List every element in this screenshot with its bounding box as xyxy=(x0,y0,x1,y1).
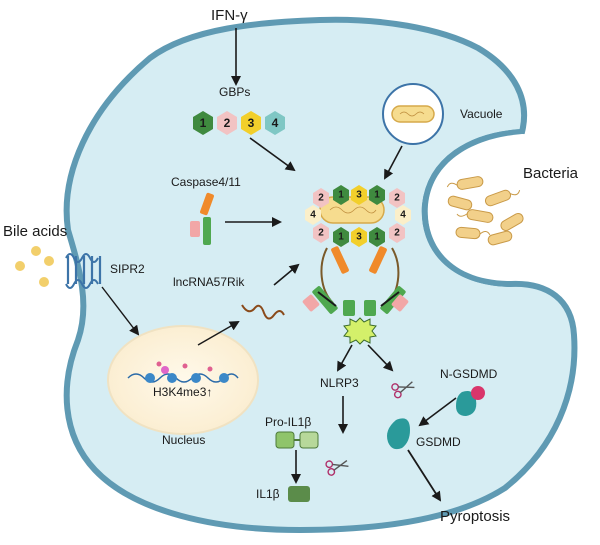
h3k4me3-label: H3K4me3↑ xyxy=(153,385,212,399)
chromatin-dna xyxy=(127,361,239,383)
complex-bottom-1: 1 xyxy=(338,232,344,243)
activation-star xyxy=(343,317,377,345)
vacuole xyxy=(382,83,444,145)
complex-top-3: 3 xyxy=(356,190,362,201)
il1b-label: IL1β xyxy=(256,487,280,501)
complex-bottom-3: 3 xyxy=(356,232,362,243)
inflammasome-complex: 1 3 1 2 2 4 4 2 2 1 3 1 xyxy=(302,185,411,316)
gbp4-hexagon xyxy=(265,111,285,135)
n-gsdmd-protein xyxy=(456,386,485,416)
gbp4-number: 4 xyxy=(272,116,279,130)
sipr2-arrow xyxy=(101,286,140,336)
ifn-gamma-label: IFN-γ xyxy=(211,7,248,24)
scissors-icon-gsdmd xyxy=(391,381,415,399)
nucleus xyxy=(107,325,259,435)
lncrna-strand xyxy=(241,304,285,320)
gbp1-hexagon xyxy=(193,111,213,135)
nucleus-out-arrow xyxy=(197,321,240,346)
bacteria-label: Bacteria xyxy=(523,165,579,182)
gsdmd-cleave-arrow xyxy=(367,344,394,372)
sipr2-receptor xyxy=(65,253,102,289)
gbp2-number: 2 xyxy=(224,116,231,130)
il1b-protein xyxy=(288,486,310,502)
nlrp3-label: NLRP3 xyxy=(320,376,359,390)
bile-acid-dots xyxy=(15,246,54,287)
gbp-hexagons: 1 2 3 4 xyxy=(193,111,285,135)
pyroptosis-label: Pyroptosis xyxy=(440,508,510,525)
gsdmd-label: GSDMD xyxy=(416,435,461,449)
complex-top-1: 1 xyxy=(338,190,344,201)
bile-acids-label: Bile acids xyxy=(3,223,67,240)
gbp2-hexagon xyxy=(217,111,237,135)
lncrna-arrow xyxy=(273,263,300,286)
gbp3-number: 3 xyxy=(248,116,255,130)
lncrna-label: lncRNA57Rik xyxy=(173,275,245,289)
n-gsdmd-arrow xyxy=(418,397,457,427)
gsdmd-protein xyxy=(387,418,410,450)
vacuole-arrow xyxy=(384,145,403,180)
vacuole-label: Vacuole xyxy=(460,107,503,121)
complex-side-2b: 2 xyxy=(394,193,400,204)
gbp3-hexagon xyxy=(241,111,261,135)
complex-side-2c: 2 xyxy=(318,228,324,239)
pro-il1b-label: Pro-IL1β xyxy=(265,415,311,429)
complex-top-1b: 1 xyxy=(374,190,380,201)
bacteria-pocket-fill xyxy=(427,134,600,281)
scissors-icon-il1b xyxy=(325,459,349,476)
bacteria-group xyxy=(446,176,524,246)
caspase-label: Caspase4/11 xyxy=(171,175,241,189)
complex-side-2d: 2 xyxy=(394,228,400,239)
nucleus-label: Nucleus xyxy=(162,433,205,447)
pro-il1b-protein xyxy=(275,431,319,449)
pyroptosis-arrow xyxy=(407,449,442,502)
complex-bottom-1b: 1 xyxy=(374,232,380,243)
gbp-arrow xyxy=(249,137,296,172)
complex-side-2a: 2 xyxy=(318,193,324,204)
complex-side-4a: 4 xyxy=(310,210,316,221)
gbps-label: GBPs xyxy=(219,85,250,99)
sipr2-label: SIPR2 xyxy=(110,262,145,276)
gbp1-number: 1 xyxy=(200,116,207,130)
caspase-protein xyxy=(190,192,214,245)
complex-side-4b: 4 xyxy=(400,210,406,221)
nlrp3-arrow xyxy=(337,344,353,372)
bacteria-pocket xyxy=(421,129,523,287)
n-gsdmd-label: N-GSDMD xyxy=(440,367,498,381)
